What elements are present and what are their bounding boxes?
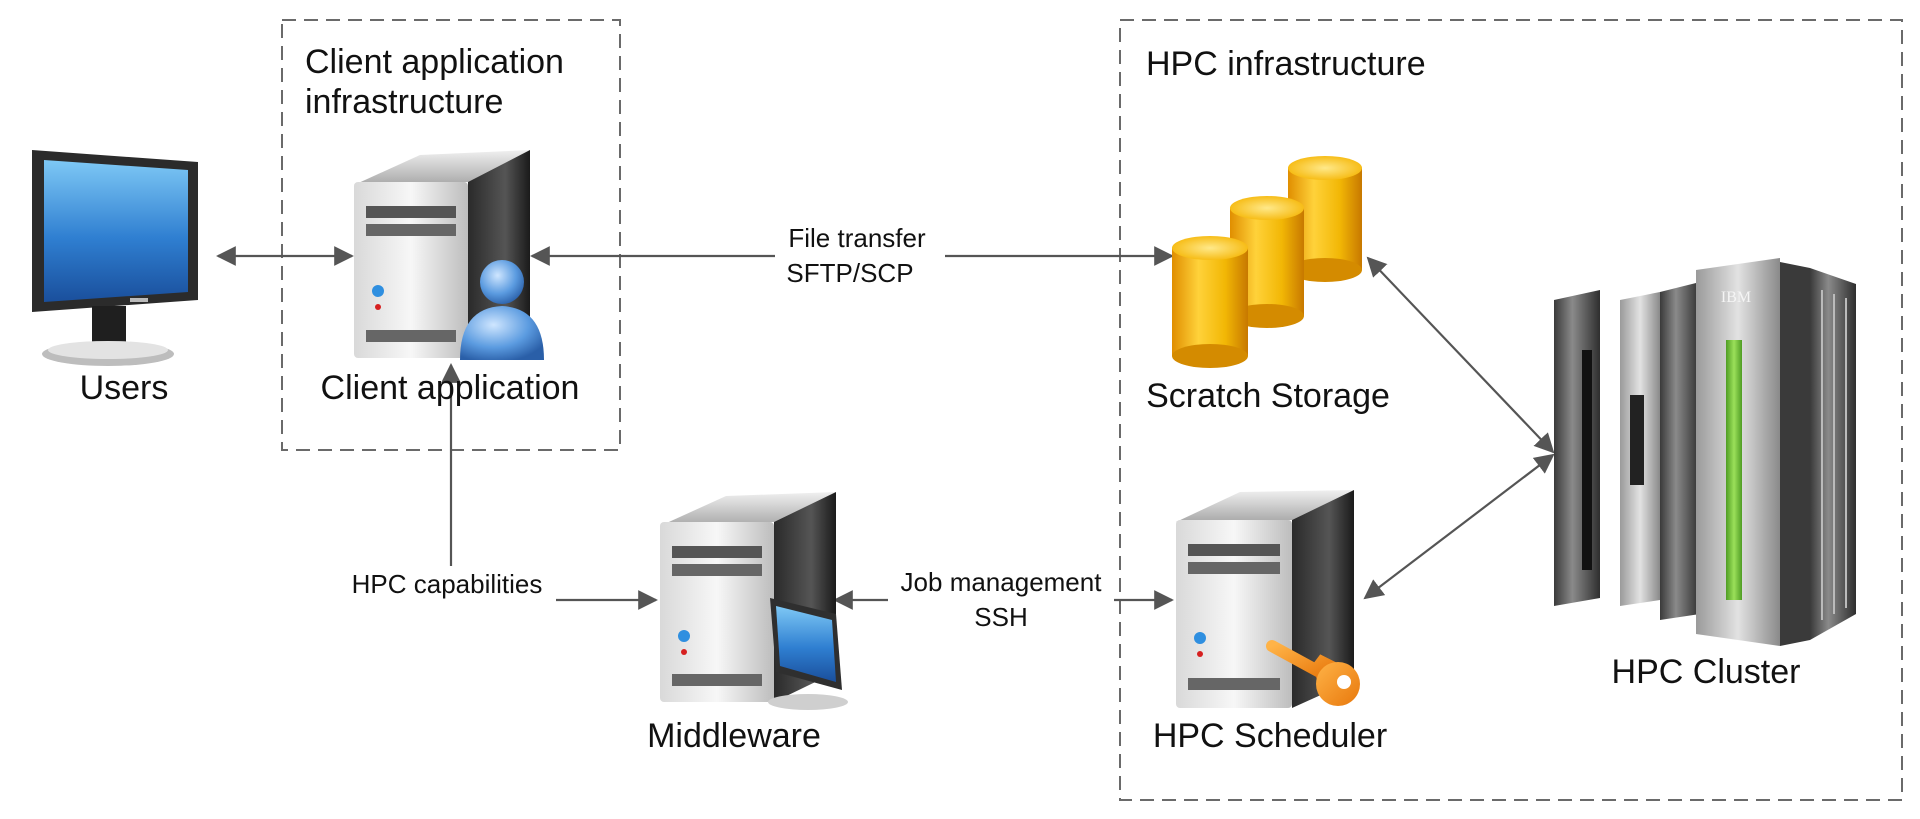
client-infrastructure-title-line1: Client application [305,43,564,81]
file-transfer-protocol-label: SFTP/SCP [786,258,913,288]
ibm-brand-label: IBM [1721,289,1751,306]
middleware-label: Middleware [647,717,821,755]
hpc-infrastructure-title: HPC infrastructure [1146,45,1426,83]
middleware-node: Middleware [647,492,848,755]
scheduler-cluster-connector [1363,453,1555,600]
users-label: Users [80,369,169,407]
hpc-infrastructure-group: HPC infrastructure [1119,19,1903,801]
scratch-storage-node: Scratch Storage [1146,156,1390,415]
hpc-cluster-node: IBM HPC Cluster [1554,258,1856,691]
client-infrastructure-title-line2: infrastructure [305,83,503,121]
client-application-node: Client application [321,150,580,407]
hpc-scheduler-node: HPC Scheduler [1153,490,1387,755]
job-management-label: Job management [901,567,1103,597]
storage-cluster-connector [1366,256,1555,454]
database-cylinders-icon [1172,156,1362,368]
mainframe-icon: IBM [1554,258,1856,646]
hpc-scheduler-label: HPC Scheduler [1153,717,1387,755]
server-with-user-icon [354,150,544,360]
users-node: Users [32,150,198,407]
server-with-screen-icon [660,492,848,710]
hpc-capabilities-label: HPC capabilities [352,569,543,599]
hpc-cluster-label: HPC Cluster [1612,653,1801,691]
monitor-icon [32,150,198,366]
client-infrastructure-group: Client application infrastructure [281,19,621,451]
job-management-protocol-label: SSH [974,602,1027,632]
server-with-key-icon [1176,490,1360,708]
file-transfer-label: File transfer [788,223,926,253]
scratch-storage-label: Scratch Storage [1146,377,1390,415]
client-application-label: Client application [321,369,580,407]
